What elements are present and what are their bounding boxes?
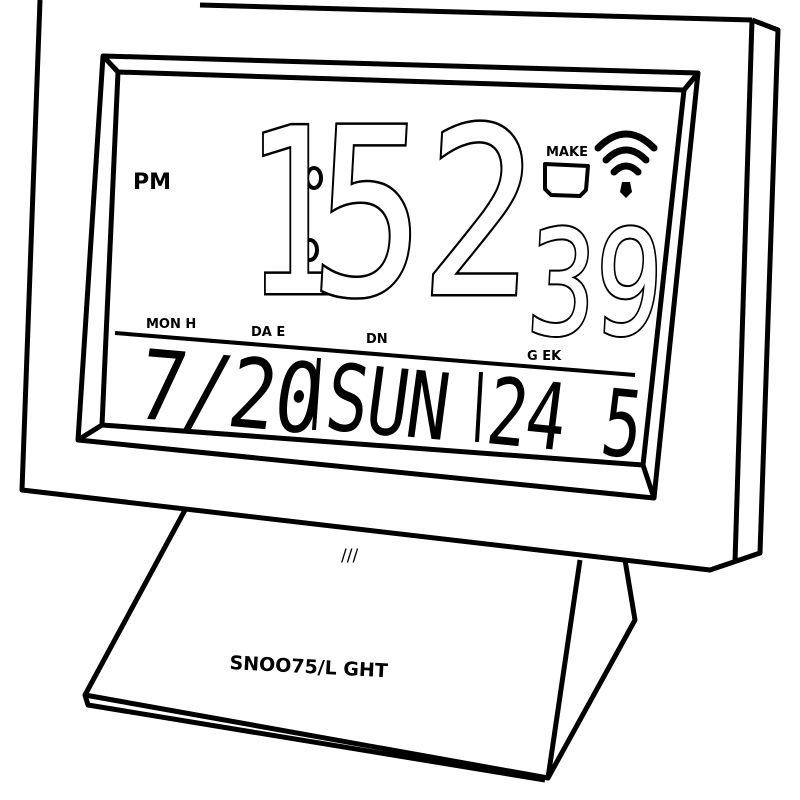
make-label: MAKE (546, 145, 588, 160)
time-minutes: 52 (304, 77, 544, 351)
stand-front-edge (545, 559, 583, 779)
week-label: G EK (527, 349, 562, 364)
display-divider (114, 331, 636, 377)
week-value: 24 5 (481, 358, 648, 480)
separator-2 (475, 371, 483, 443)
frame-top-edge (199, 2, 753, 23)
day-label: DN (366, 332, 388, 347)
colon-dot-top (305, 166, 323, 190)
month-label: MON H (146, 317, 197, 332)
stand-left-edge (82, 694, 546, 783)
frame-right-side (732, 19, 755, 563)
snooze-button-icon (543, 162, 590, 198)
colon-dot-bottom (301, 238, 319, 262)
signal-icon (594, 130, 658, 176)
pm-indicator: PM (133, 170, 172, 195)
date-value: 7/20 (131, 329, 329, 457)
time-hour: 1 (242, 81, 345, 348)
separator-1 (312, 357, 321, 431)
day-value: SUN (319, 344, 455, 462)
time-seconds: 39 (522, 198, 668, 371)
base-tick-mark: /// (341, 546, 359, 566)
date-label: DA E (251, 325, 286, 340)
